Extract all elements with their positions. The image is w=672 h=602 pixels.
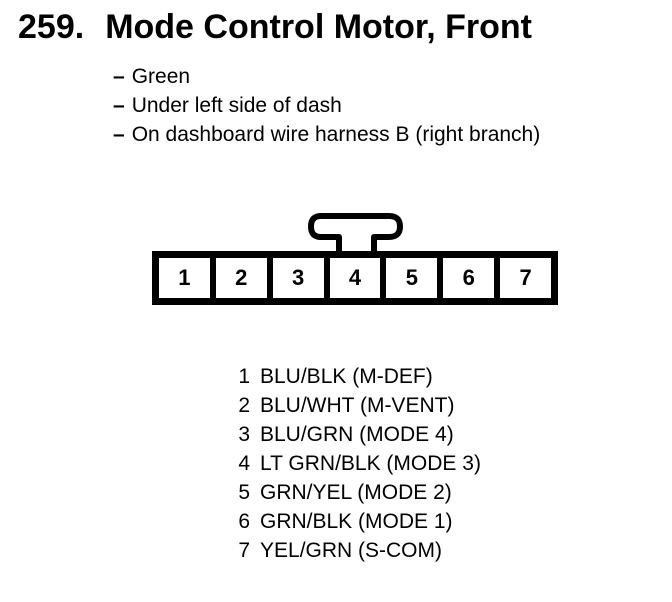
pinout-pin-number: 5	[238, 481, 250, 504]
pinout-pin-label: GRN/YEL (MODE 2)	[260, 481, 452, 504]
connector-cavity-3: 3	[266, 258, 324, 298]
page-title: 259. Mode Control Motor, Front	[18, 6, 532, 48]
pinout-pin-number: 1	[238, 365, 250, 388]
pinout-pin-label: GRN/BLK (MODE 1)	[260, 510, 453, 533]
pinout-pin-number: 2	[238, 394, 250, 417]
pinout-row: 4 LT GRN/BLK (MODE 3)	[238, 449, 481, 478]
pinout-row: 2 BLU/WHT (M-VENT)	[238, 391, 481, 420]
pinout-pin-number: 4	[238, 452, 250, 475]
detail-text: On dashboard wire harness B (right branc…	[131, 123, 541, 146]
connector-cavity-4: 4	[323, 258, 381, 298]
pinout-row: 6 GRN/BLK (MODE 1)	[238, 507, 481, 536]
pinout-pin-label: BLU/WHT (M-VENT)	[260, 394, 455, 417]
pinout-pin-number: 7	[238, 539, 250, 562]
dash-marker: –	[113, 123, 125, 146]
detail-item-harness: – On dashboard wire harness B (right bra…	[113, 120, 540, 149]
detail-list: – Green – Under left side of dash – On d…	[113, 62, 540, 149]
pinout-pin-label: BLU/GRN (MODE 4)	[260, 423, 454, 446]
connector-cavity-5: 5	[380, 258, 438, 298]
pinout-pin-number: 3	[238, 423, 250, 446]
connector-shell: 1 2 3 4 5 6 7	[152, 251, 558, 305]
pinout-pin-label: YEL/GRN (S-COM)	[260, 539, 443, 562]
pinout-row: 1 BLU/BLK (M-DEF)	[238, 362, 481, 391]
pinout-row: 3 BLU/GRN (MODE 4)	[238, 420, 481, 449]
section-title: Mode Control Motor, Front	[105, 8, 532, 46]
cavity-number: 5	[405, 265, 418, 290]
pinout-pin-number: 6	[238, 510, 250, 533]
cavity-number: 2	[235, 265, 248, 290]
connector-cavity-1: 1	[159, 258, 210, 298]
pinout-row: 7 YEL/GRN (S-COM)	[238, 536, 481, 565]
cavity-number: 6	[462, 265, 475, 290]
pinout-list: 1 BLU/BLK (M-DEF) 2 BLU/WHT (M-VENT) 3 B…	[238, 362, 481, 565]
cavity-number: 1	[178, 265, 191, 290]
dash-marker: –	[113, 65, 125, 88]
connector-cavity-6: 6	[437, 258, 495, 298]
dash-marker: –	[113, 94, 125, 117]
detail-text: Under left side of dash	[131, 94, 342, 117]
detail-text: Green	[131, 65, 191, 88]
cavity-number: 7	[519, 265, 532, 290]
detail-item-color: – Green	[113, 62, 540, 91]
connector-cavity-2: 2	[209, 258, 267, 298]
pinout-row: 5 GRN/YEL (MODE 2)	[238, 478, 481, 507]
detail-item-location: – Under left side of dash	[113, 91, 540, 120]
cavity-number: 4	[348, 265, 362, 290]
cavity-number: 3	[292, 265, 305, 290]
connector-cavity-7: 7	[494, 258, 552, 298]
pinout-pin-label: LT GRN/BLK (MODE 3)	[260, 452, 481, 475]
pinout-pin-label: BLU/BLK (M-DEF)	[260, 365, 433, 388]
connector-lock-tab-icon	[308, 213, 403, 255]
section-number: 259.	[18, 8, 85, 46]
